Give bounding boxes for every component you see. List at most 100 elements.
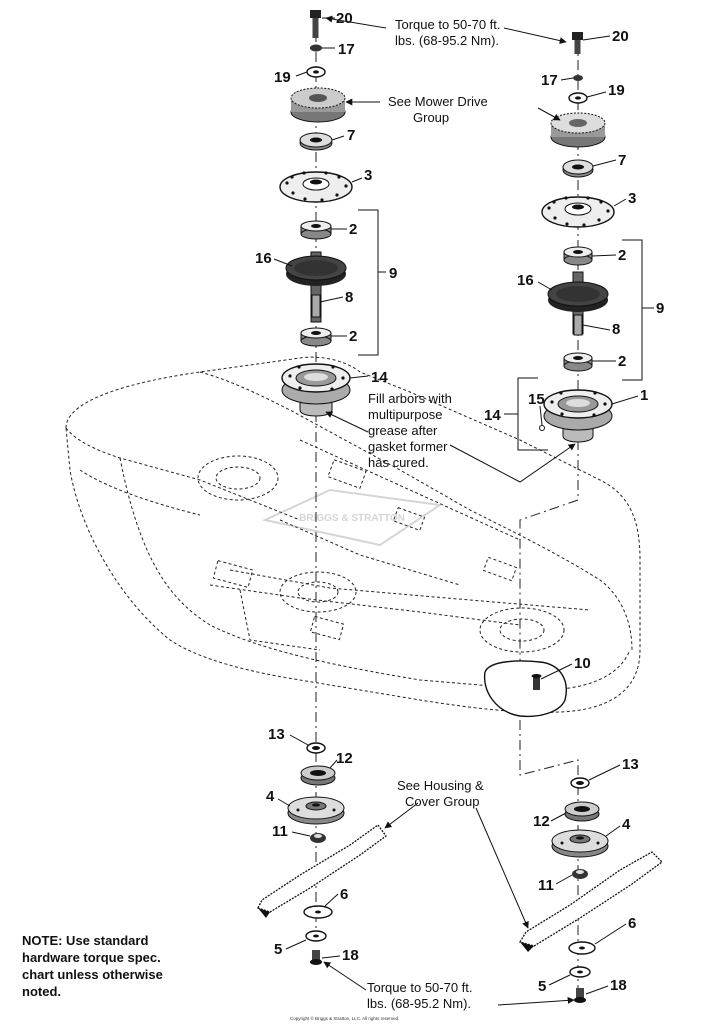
lockwasher-17-left-icon (310, 44, 322, 52)
torque-note-top: Torque to 50-70 ft. lbs. (68-95.2 Nm). (395, 17, 501, 48)
callout-13: 13 (268, 726, 285, 743)
callout-13: 13 (622, 756, 639, 773)
svg-text:Fill arbors with: Fill arbors with (368, 391, 452, 406)
svg-text:See Housing &: See Housing & (397, 778, 484, 793)
nut-11-right-icon (572, 869, 588, 879)
grease-fitting-15-icon (539, 425, 545, 431)
bearing-2-upper-right-icon (563, 246, 593, 266)
svg-text:chart unless otherwise: chart unless otherwise (22, 967, 163, 982)
callout-11: 11 (538, 877, 554, 894)
bearing-7-left-icon (299, 132, 333, 151)
callout-19: 19 (608, 82, 625, 99)
housing-cover-note: See Housing & Cover Group (397, 778, 484, 809)
callout-8: 8 (345, 289, 353, 306)
svg-text:Torque to 50-70 ft.: Torque to 50-70 ft. (395, 17, 501, 32)
lower-right-blade-stack (519, 777, 663, 1003)
callout-14: 14 (484, 407, 501, 424)
callout-6: 6 (628, 915, 636, 932)
bolt-18-left-icon (310, 950, 322, 965)
bearing-2-lower-right-icon (563, 352, 593, 372)
fill-arbors-note: Fill arbors with multipurpose grease aft… (368, 391, 452, 470)
svg-text:NOTE: Use standard: NOTE: Use standard (22, 933, 148, 948)
callout-2: 2 (618, 353, 626, 370)
left-spindle-stack (279, 10, 386, 417)
svg-text:Group: Group (413, 110, 449, 125)
torque-note-bottom: Torque to 50-70 ft. lbs. (68-95.2 Nm). (367, 980, 473, 1011)
svg-text:gasket former: gasket former (368, 439, 448, 454)
flange-plate-3-left-icon (279, 171, 353, 203)
callout-10: 10 (574, 655, 591, 672)
nut-11-left-icon (310, 833, 326, 843)
bolt-18-right-icon (574, 988, 586, 1003)
callout-numbers: 20 17 19 7 3 2 16 8 9 2 14 20 17 19 7 3 … (255, 10, 664, 995)
callout-6: 6 (340, 886, 348, 903)
svg-text:multipurpose: multipurpose (368, 407, 442, 422)
svg-text:Torque to 50-70 ft.: Torque to 50-70 ft. (367, 980, 473, 995)
spindle-housing-14-left-icon (281, 363, 351, 417)
callout-11: 11 (272, 823, 288, 840)
callout-2: 2 (349, 221, 357, 238)
callout-16: 16 (255, 250, 272, 267)
mower-drive-note: See Mower Drive Group (388, 94, 488, 125)
callout-3: 3 (364, 167, 372, 184)
blade-left-icon (257, 824, 387, 913)
callout-5: 5 (274, 941, 282, 958)
bearing-7-right-icon (562, 159, 594, 178)
pulley-right-icon (550, 112, 606, 148)
callout-15: 15 (528, 391, 545, 408)
callout-18: 18 (610, 977, 627, 994)
pulley-left-icon (290, 87, 346, 123)
bolt-20-left-icon (310, 10, 321, 38)
callout-5: 5 (538, 978, 546, 995)
right-spindle-stack (504, 32, 654, 451)
svg-text:lbs. (68-95.2 Nm).: lbs. (68-95.2 Nm). (367, 996, 471, 1011)
spindle-shaft-gear-left-icon (285, 251, 347, 323)
deck-bolt-10-detail (483, 660, 567, 718)
callout-7: 7 (347, 127, 355, 144)
svg-text:noted.: noted. (22, 984, 61, 999)
mower-deck-housing (65, 356, 641, 713)
general-note: NOTE: Use standard hardware torque spec.… (22, 933, 163, 999)
callout-2: 2 (349, 328, 357, 345)
svg-text:See Mower Drive: See Mower Drive (388, 94, 488, 109)
blade-adapter-4-left-icon (287, 796, 345, 825)
svg-text:Cover Group: Cover Group (405, 794, 479, 809)
svg-text:hardware torque spec.: hardware torque spec. (22, 950, 161, 965)
callout-16: 16 (517, 272, 534, 289)
callout-14: 14 (371, 369, 388, 386)
blade-right-icon (519, 851, 663, 947)
svg-text:grease after: grease after (368, 423, 438, 438)
bearing-12-right-icon (564, 801, 600, 822)
callout-8: 8 (612, 321, 620, 338)
watermark-logo: BRIGGS & STRATTON (261, 488, 443, 547)
callout-9: 9 (389, 265, 397, 282)
svg-text:lbs. (68-95.2 Nm).: lbs. (68-95.2 Nm). (395, 33, 499, 48)
callout-2: 2 (618, 247, 626, 264)
callout-17: 17 (338, 41, 355, 58)
bearing-2-upper-left-icon (300, 220, 332, 240)
callout-12: 12 (533, 813, 550, 830)
lockwasher-17-right-icon (573, 75, 583, 81)
svg-text:has cured.: has cured. (368, 455, 429, 470)
callout-19: 19 (274, 69, 291, 86)
spindle-shaft-gear-right-icon (547, 271, 609, 336)
callout-17: 17 (541, 72, 558, 89)
callout-3: 3 (628, 190, 636, 207)
callout-20: 20 (612, 28, 629, 45)
callout-9: 9 (656, 300, 664, 317)
spindle-housing-1-right-icon (543, 389, 613, 443)
copyright-text: Copyright © Briggs & Stratton, LLC. All … (290, 1015, 399, 1021)
callout-4: 4 (622, 816, 631, 833)
bearing-12-left-icon (300, 765, 336, 786)
callout-4: 4 (266, 788, 275, 805)
callout-7: 7 (618, 152, 626, 169)
flange-plate-3-right-icon (541, 196, 615, 228)
blade-adapter-4-right-icon (551, 829, 609, 858)
bolt-20-right-icon (572, 32, 583, 54)
watermark-text: BRIGGS & STRATTON (299, 513, 405, 524)
lower-left-blade-stack (257, 742, 387, 965)
callout-1: 1 (640, 387, 648, 404)
callout-12: 12 (336, 750, 353, 767)
callout-18: 18 (342, 947, 359, 964)
